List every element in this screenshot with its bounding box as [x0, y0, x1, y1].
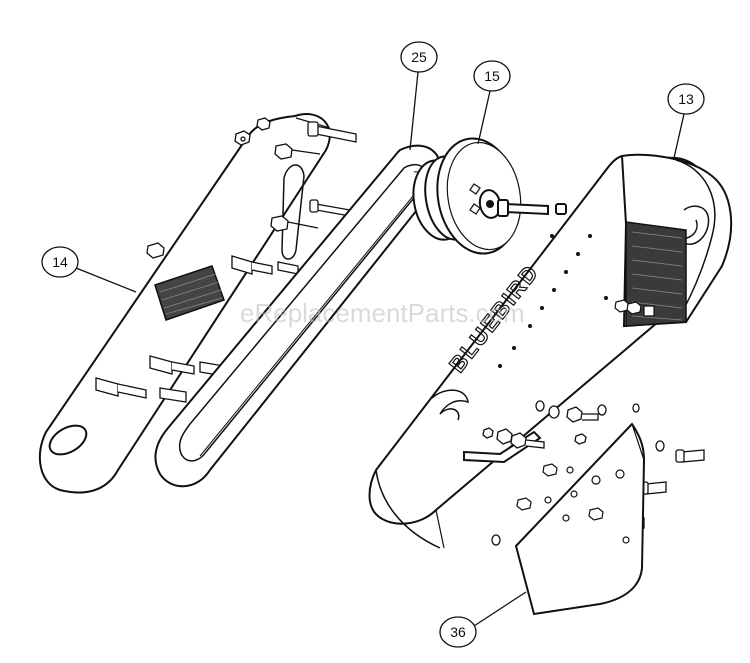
- bolt-icon: [307, 121, 357, 143]
- bolt-icon: [274, 143, 321, 160]
- washer-icon: [548, 405, 560, 419]
- washer-icon: [597, 404, 607, 416]
- svg-text:13: 13: [678, 91, 694, 107]
- guard-fasteners: [614, 299, 655, 317]
- bolt-icon: [309, 199, 351, 217]
- bolt-icon: [510, 432, 545, 449]
- part-14-fasteners: [95, 117, 357, 403]
- bracket-fasteners: [516, 463, 604, 521]
- bolt-icon: [496, 428, 513, 445]
- part-13-outer-guard: [368, 153, 733, 549]
- washer-icon: [655, 440, 665, 452]
- washer-icon: [535, 400, 545, 412]
- part-13-vent-grille: [625, 221, 687, 327]
- svg-text:25: 25: [411, 49, 427, 65]
- callout-14: 14: [41, 246, 137, 293]
- hex-nut-icon: [234, 130, 251, 146]
- washer-icon: [632, 403, 640, 413]
- bird-emblem-icon: [431, 389, 469, 421]
- svg-text:36: 36: [450, 624, 466, 640]
- callout-36: 36: [439, 591, 527, 648]
- callouts: 14 25 15 13 36: [41, 41, 705, 648]
- bent-rod: [463, 430, 542, 464]
- bolt-icon: [675, 449, 705, 463]
- pulley-bolt-icon: [497, 199, 567, 217]
- callout-25: 25: [400, 41, 438, 151]
- standoff-icon: [95, 377, 147, 399]
- bolt-icon: [146, 242, 165, 259]
- svg-text:15: 15: [484, 68, 500, 84]
- callout-15: 15: [473, 60, 511, 145]
- hex-nut-icon: [256, 117, 271, 131]
- washer-icon: [491, 534, 501, 546]
- bluebird-logo-icon: [678, 205, 710, 245]
- part-14-vent-grille: [154, 265, 225, 321]
- hex-nut-icon: [574, 433, 587, 445]
- watermark-text: eReplacementParts.com: [240, 298, 525, 328]
- bolt-icon: [566, 406, 599, 423]
- part-15-pulley: [412, 137, 567, 255]
- callout-13: 13: [667, 83, 705, 159]
- hex-nut-icon: [482, 427, 494, 439]
- svg-text:14: 14: [52, 254, 68, 270]
- spacer-icon: [159, 387, 187, 403]
- bracket-holes: [544, 466, 630, 544]
- part-36-bracket: [514, 422, 646, 616]
- bolt-icon: [270, 215, 319, 232]
- rivet-dots: [498, 234, 608, 368]
